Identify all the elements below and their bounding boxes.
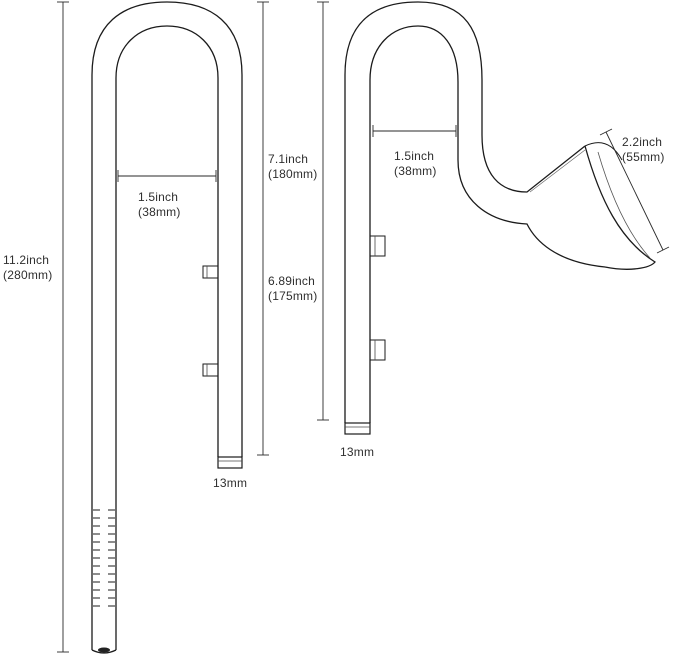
overall-height-label: 11.2inch (280mm) — [3, 253, 53, 282]
inflow-pipe-end-cap — [217, 456, 243, 469]
inflow-pipe-bottom-opening — [98, 647, 110, 653]
outflow-lily-cup — [529, 142, 656, 270]
cup-diameter-label: 2.2inch (55mm) — [622, 135, 665, 164]
outflow-pipe — [344, 1, 656, 435]
outflow-pipe-outer — [344, 1, 586, 423]
outflow-pipe-inner — [369, 25, 606, 423]
top-section-label: 7.1inch (180mm) — [268, 152, 318, 181]
outflow-pipe-end-cap — [344, 422, 371, 435]
outflow-suction-cup-2 — [369, 339, 386, 361]
outflow-dimension-lines — [317, 1, 670, 421]
inflow-suction-cup-2 — [202, 363, 219, 377]
inflow-pipe — [91, 1, 243, 654]
inflow-pipe-outer — [91, 1, 243, 650]
lower-section-label: 6.89inch (175mm) — [268, 274, 318, 303]
inflow-dimension-lines — [57, 1, 269, 653]
outflow-suction-cup-1 — [369, 235, 386, 257]
outflow-diameter-label: 13mm — [340, 445, 375, 459]
inflow-diameter-label: 13mm — [213, 476, 248, 490]
inflow-pipe-inner — [115, 25, 219, 650]
cup-diameter-line — [605, 131, 664, 251]
inflow-intake-slots — [93, 509, 115, 607]
outflow-width-label: 1.5inch (38mm) — [394, 149, 437, 178]
inflow-width-label: 1.5inch (38mm) — [138, 190, 181, 219]
inflow-suction-cup-1 — [202, 265, 219, 279]
inflow-pipe-bottom-end — [91, 649, 117, 654]
